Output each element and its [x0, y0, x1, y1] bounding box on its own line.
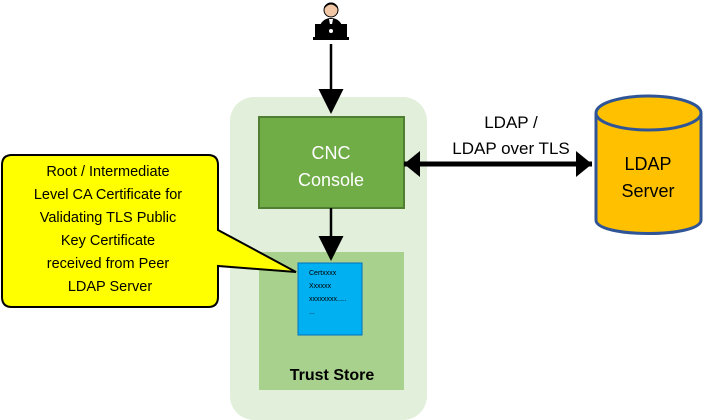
cnc-console-line-2: Console — [298, 170, 364, 190]
ldap-server-line-1: LDAP — [624, 154, 671, 174]
user-at-laptop-icon — [313, 2, 349, 40]
callout-line: received from Peer — [47, 256, 170, 272]
certificate-line: xxxxxxxx..... — [309, 296, 347, 303]
certificate-line: ... — [309, 309, 315, 316]
ldap-server-body — [594, 113, 703, 235]
certificate-line: Certxxxx — [309, 270, 337, 277]
certificate-text: Certxxxx Xxxxxx xxxxxxxx..... ... — [309, 270, 349, 316]
ldap-server-top — [594, 94, 703, 132]
ldap-server-line-2: Server — [621, 181, 674, 201]
connection-label-line-2: LDAP over TLS — [452, 139, 570, 158]
callout-line: LDAP Server — [68, 279, 153, 295]
certificate-line: Xxxxxx — [309, 283, 332, 290]
callout-text: Root / Intermediate Level CA Certificate… — [34, 164, 186, 295]
callout-line: Validating TLS Public — [40, 210, 177, 226]
certificate-box — [297, 262, 363, 336]
ldap-connection-arrow-left-head — [404, 151, 420, 177]
cnc-console-line-1: CNC — [312, 143, 351, 163]
callout-line: Level CA Certificate for — [34, 187, 182, 203]
ldap-connection-arrow-right-head — [576, 151, 592, 177]
callout-line: Key Certificate — [61, 233, 155, 249]
trust-store-label: Trust Store — [290, 367, 375, 384]
callout-bubble — [1, 154, 297, 308]
callout-line: Root / Intermediate — [46, 164, 169, 180]
connection-label-line-1: LDAP / — [484, 113, 538, 132]
